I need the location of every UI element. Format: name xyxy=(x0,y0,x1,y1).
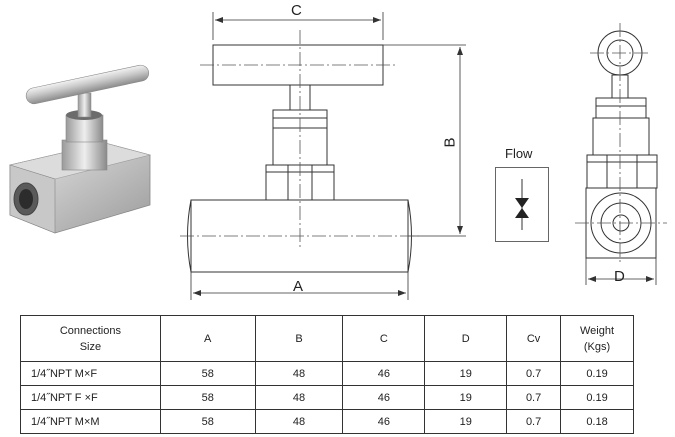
header-weight: Weight (Kgs) xyxy=(560,315,634,362)
dimension-d-label: D xyxy=(614,268,625,285)
table-row: 1/4˝NPT M×M 58 48 46 19 0.7 0.18 xyxy=(20,409,634,434)
header-cv: Cv xyxy=(506,315,562,362)
dimension-b-label: B xyxy=(441,137,459,148)
cell-weight: 0.19 xyxy=(560,361,634,386)
cell-size: 1/4˝NPT M×M xyxy=(20,409,161,434)
dimension-a-label: A xyxy=(293,278,304,295)
header-b: B xyxy=(254,315,344,362)
cell-a: 58 xyxy=(159,361,256,386)
header-d: D xyxy=(424,315,508,362)
valve-product-photo xyxy=(8,64,152,234)
header-weight-text: Weight xyxy=(580,324,615,337)
header-c: C xyxy=(342,315,426,362)
cell-c: 46 xyxy=(342,361,426,386)
cell-size: 1/4˝NPT F ×F xyxy=(20,385,161,410)
cell-d: 19 xyxy=(424,385,508,410)
cell-cv: 0.7 xyxy=(506,409,562,434)
cell-b: 48 xyxy=(254,409,344,434)
header-a: A xyxy=(159,315,256,362)
cell-d: 19 xyxy=(424,361,508,386)
table-header-row: Connections Size A B C D Cv Weight (Kgs) xyxy=(20,315,634,362)
cell-c: 46 xyxy=(342,409,426,434)
cell-a: 58 xyxy=(159,385,256,410)
header-weight-unit: (Kgs) xyxy=(583,340,611,353)
flow-label: Flow xyxy=(505,146,533,161)
dimension-c-label: C xyxy=(291,2,302,19)
spec-table: Connections Size A B C D Cv Weight (Kgs)… xyxy=(20,315,634,434)
flow-symbol xyxy=(495,167,549,242)
valve-side-view xyxy=(575,23,667,285)
header-size-text: Size xyxy=(79,340,102,353)
cell-cv: 0.7 xyxy=(506,361,562,386)
cell-weight: 0.18 xyxy=(560,409,634,434)
table-row: 1/4˝NPT F ×F 58 48 46 19 0.7 0.19 xyxy=(20,385,634,410)
table-row: 1/4˝NPT M×F 58 48 46 19 0.7 0.19 xyxy=(20,361,634,386)
cell-size: 1/4˝NPT M×F xyxy=(20,361,161,386)
cell-b: 48 xyxy=(254,385,344,410)
cell-a: 58 xyxy=(159,409,256,434)
header-connections-size: Connections Size xyxy=(20,315,161,362)
valve-front-view xyxy=(180,12,466,300)
cell-d: 19 xyxy=(424,409,508,434)
cell-weight: 0.19 xyxy=(560,385,634,410)
cell-b: 48 xyxy=(254,361,344,386)
cell-cv: 0.7 xyxy=(506,385,562,410)
cell-c: 46 xyxy=(342,385,426,410)
header-connections-text: Connections xyxy=(59,324,121,337)
